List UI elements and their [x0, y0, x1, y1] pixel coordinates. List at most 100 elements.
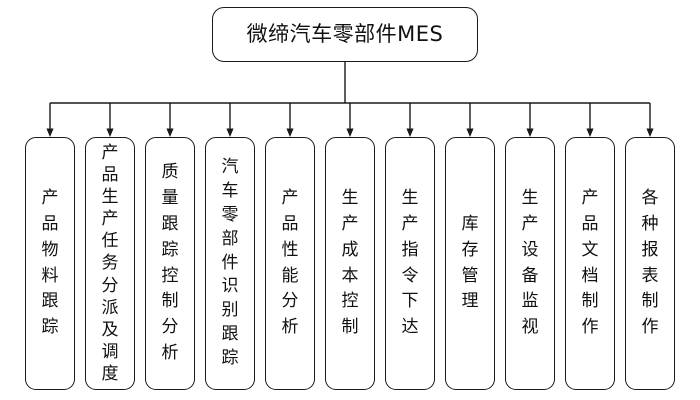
leaf-node-label-char: 识	[221, 276, 239, 297]
leaf-node-label-char: 库	[461, 213, 479, 234]
leaf-node-report-creation[interactable]: 各种报表制作	[625, 137, 675, 390]
leaf-node-label: 产品文档制作	[566, 138, 614, 389]
arrowhead-production-task-dispatch	[106, 128, 114, 137]
leaf-node-label-char: 度	[101, 363, 119, 384]
leaf-node-label-char: 析	[161, 342, 179, 363]
leaf-node-label-char: 备	[521, 265, 539, 286]
leaf-node-label-char: 部	[221, 228, 239, 249]
leaf-node-label: 生产指令下达	[386, 138, 434, 389]
arrowhead-order-release	[406, 128, 414, 137]
leaf-node-cost-control[interactable]: 生产成本控制	[325, 137, 375, 390]
leaf-node-label-char: 踪	[221, 347, 239, 368]
leaf-node-label-char: 调	[101, 341, 119, 362]
leaf-node-document-creation[interactable]: 产品文档制作	[565, 137, 615, 390]
leaf-node-label-char: 零	[221, 205, 239, 225]
leaf-node-label-char: 分	[101, 275, 119, 296]
leaf-node-label-char: 产	[101, 209, 119, 230]
leaf-node-label-char: 作	[641, 317, 659, 338]
leaf-node-label-char: 设	[521, 239, 539, 260]
leaf-node-production-task-dispatch[interactable]: 产品生产任务分派及调度	[85, 137, 135, 390]
leaf-node-label-char: 管	[461, 265, 479, 286]
leaf-node-label-char: 析	[281, 317, 299, 338]
leaf-node-label-char: 量	[161, 188, 179, 209]
leaf-node-material-tracking[interactable]: 产品物料跟踪	[25, 137, 75, 390]
leaf-node-label-char: 踪	[41, 317, 59, 338]
leaf-node-label-char: 文	[581, 239, 599, 260]
arrowhead-performance-analysis	[286, 128, 294, 137]
leaf-node-label-char: 派	[101, 297, 119, 318]
leaf-node-label: 生产设备监视	[506, 138, 554, 389]
arrowhead-quality-tracking	[166, 128, 174, 137]
arrowhead-material-tracking	[46, 128, 54, 137]
leaf-node-label-char: 能	[281, 265, 299, 286]
arrowhead-part-identification	[226, 128, 234, 137]
leaf-node-label: 汽车零部件识别跟踪	[206, 138, 254, 389]
leaf-node-part-identification[interactable]: 汽车零部件识别跟踪	[205, 137, 255, 390]
leaf-node-label-char: 性	[281, 239, 299, 260]
leaf-node-label-char: 生	[401, 188, 419, 209]
leaf-node-label-char: 跟	[161, 213, 179, 234]
leaf-node-label-char: 制	[581, 291, 599, 312]
leaf-node-label-char: 车	[221, 181, 239, 202]
leaf-node-label-char: 品	[581, 213, 599, 234]
leaf-node-label: 生产成本控制	[326, 138, 374, 389]
leaf-node-label-char: 成	[341, 239, 359, 260]
arrowhead-equipment-monitoring	[526, 128, 534, 137]
leaf-node-label-char: 达	[401, 317, 419, 338]
leaf-node-label-char: 制	[641, 291, 659, 312]
leaf-node-label-char: 各	[641, 188, 659, 209]
leaf-node-label-char: 产	[581, 188, 599, 209]
leaf-node-label-char: 汽	[221, 157, 239, 178]
leaf-node-order-release[interactable]: 生产指令下达	[385, 137, 435, 390]
leaf-node-label-char: 产	[281, 188, 299, 209]
root-node[interactable]: 微缔汽车零部件MES	[212, 7, 478, 62]
leaf-node-label-char: 务	[101, 253, 119, 274]
arrowhead-cost-control	[346, 128, 354, 137]
leaf-node-label-char: 控	[161, 265, 179, 286]
leaf-node-label-char: 指	[401, 239, 419, 260]
leaf-node-label-char: 生	[521, 188, 539, 209]
leaf-node-label-char: 档	[581, 265, 599, 286]
leaf-node-label-char: 分	[161, 317, 179, 338]
leaf-node-label-char: 品	[101, 165, 119, 186]
leaf-node-label-char: 踪	[161, 239, 179, 260]
leaf-node-label-char: 品	[41, 213, 59, 234]
leaf-node-label-char: 生	[101, 187, 119, 208]
leaf-node-label-char: 报	[641, 239, 659, 260]
leaf-node-label: 产品性能分析	[266, 138, 314, 389]
leaf-node-label: 各种报表制作	[626, 138, 674, 389]
leaf-node-label-char: 件	[221, 252, 239, 273]
leaf-node-label-char: 别	[221, 300, 239, 321]
leaf-node-label-char: 产	[401, 213, 419, 234]
leaf-node-label-char: 产	[341, 213, 359, 234]
leaf-node-label-char: 监	[521, 291, 539, 312]
leaf-node-label-char: 质	[161, 162, 179, 183]
leaf-node-label-char: 作	[581, 317, 599, 338]
leaf-node-label-char: 视	[521, 317, 539, 338]
leaf-node-label-char: 物	[41, 239, 59, 260]
leaf-node-label: 产品生产任务分派及调度	[86, 138, 134, 389]
leaf-node-label-char: 品	[281, 213, 299, 234]
leaf-node-label: 产品物料跟踪	[26, 138, 74, 389]
leaf-node-label-char: 种	[641, 213, 659, 234]
leaf-node-performance-analysis[interactable]: 产品性能分析	[265, 137, 315, 390]
arrowhead-document-creation	[586, 128, 594, 137]
arrowhead-inventory-management	[466, 128, 474, 137]
root-node-label: 微缔汽车零部件MES	[246, 22, 444, 46]
leaf-node-label-char: 产	[101, 142, 119, 163]
leaf-node-label-char: 制	[341, 317, 359, 338]
leaf-node-label-char: 跟	[221, 323, 239, 344]
leaf-node-quality-tracking[interactable]: 质量跟踪控制分析	[145, 137, 195, 390]
leaf-node-label-char: 产	[521, 213, 539, 234]
leaf-node-label-char: 任	[101, 231, 119, 252]
leaf-node-inventory-management[interactable]: 库存管理	[445, 137, 495, 390]
leaf-node-label-char: 制	[161, 291, 179, 312]
leaf-node-label-char: 存	[461, 239, 479, 260]
leaf-node-label-char: 理	[461, 291, 479, 312]
leaf-node-equipment-monitoring[interactable]: 生产设备监视	[505, 137, 555, 390]
leaf-node-label-char: 生	[341, 188, 359, 209]
leaf-node-label-char: 本	[341, 265, 359, 286]
leaf-node-label-char: 控	[341, 291, 359, 312]
leaf-node-label-char: 表	[641, 265, 659, 286]
